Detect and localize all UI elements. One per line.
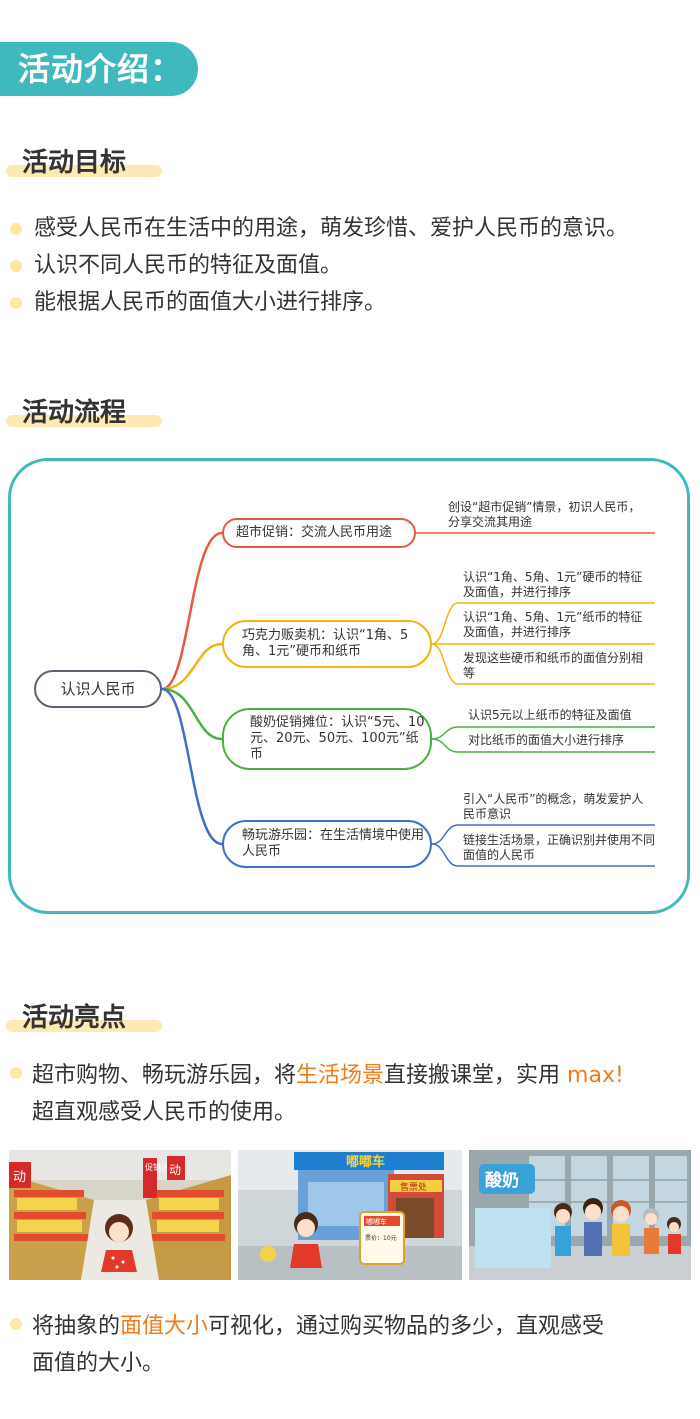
mindmap-leaf: 认识“1角、5角、1元”纸币的特征及面值，并进行排序 bbox=[463, 610, 643, 639]
mindmap-leaf: 认识“1角、5角、1元”硬币的特征及面值，并进行排序 bbox=[463, 570, 643, 599]
booth-sign: 嘟嘟车 bbox=[346, 1154, 385, 1170]
heading-underline bbox=[6, 165, 162, 177]
text: 可视化，通过购买物品的多少，直观感受 bbox=[208, 1314, 605, 1339]
park-photo: 嘟嘟车 售票处 嘟嘟车 票价：10元 bbox=[238, 1150, 462, 1280]
highlight-text: 生活场景 bbox=[296, 1063, 385, 1088]
mindmap-leaf: 发现这些硬币和纸币的面值分别相等 bbox=[463, 651, 644, 680]
mindmap-frame bbox=[8, 458, 690, 914]
photo-strip: 动 促销活动 动 嘟嘟车 售票处 bbox=[9, 1150, 691, 1280]
mindmap-branch-vending: 巧克力贩卖机：认识“1角、5角、1元”硬币和纸币 bbox=[222, 620, 432, 668]
sign-text: 动 bbox=[169, 1163, 181, 1177]
list-item: 认识不同人民币的特征及面值。 bbox=[10, 247, 628, 284]
goals-heading: 活动目标 bbox=[22, 148, 127, 178]
bullet-dot bbox=[10, 1067, 22, 1079]
heading-underline bbox=[6, 1020, 162, 1032]
text: 直接搬课堂，实用 bbox=[384, 1063, 568, 1088]
mindmap-leaf: 对比纸币的面值大小进行排序 bbox=[468, 733, 625, 747]
text: 面值的大小。 bbox=[32, 1351, 165, 1376]
supermarket-photo: 动 促销活动 动 bbox=[9, 1150, 231, 1280]
mindmap-leaf: 创设“超市促销”情景，初识人民币，分享交流其用途 bbox=[448, 500, 641, 529]
flow-heading: 活动流程 bbox=[22, 398, 127, 428]
highlight-text: max! bbox=[567, 1063, 624, 1088]
text: 超直观感受人民币的使用。 bbox=[32, 1100, 297, 1125]
sign-text: 促销活动 bbox=[145, 1162, 177, 1172]
mindmap-leaf: 认识5元以上纸币的特征及面值 bbox=[468, 708, 632, 722]
text: 将抽象的 bbox=[32, 1314, 121, 1339]
sign-text: 动 bbox=[13, 1170, 26, 1185]
highlights-heading: 活动亮点 bbox=[22, 1003, 127, 1033]
mindmap-root: 认识人民币 bbox=[34, 670, 162, 708]
list-item: 能根据人民币的面值大小进行排序。 bbox=[10, 284, 628, 321]
goals-list: 感受人民币在生活中的用途，萌发珍惜、爱护人民币的意识。 认识不同人民币的特征及面… bbox=[10, 210, 628, 321]
mindmap-branch-yogurt: 酸奶促销摊位：认识“5元、10元、20元、50元、100元”纸币 bbox=[222, 708, 432, 770]
list-item: 感受人民币在生活中的用途，萌发珍惜、爱护人民币的意识。 bbox=[10, 210, 628, 247]
mindmap-branch-supermarket: 超市促销：交流人民币用途 bbox=[222, 518, 416, 548]
bullet-dot bbox=[10, 1318, 22, 1330]
highlight-text: 面值大小 bbox=[120, 1314, 209, 1339]
section-badge: 活动介绍： bbox=[0, 42, 198, 96]
text: 超市购物、畅玩游乐园，将 bbox=[32, 1063, 297, 1088]
board-title: 嘟嘟车 bbox=[366, 1217, 387, 1226]
board-price: 票价：10元 bbox=[365, 1235, 397, 1242]
mindmap-leaf: 引入“人民币”的概念，萌发爱护人民币意识 bbox=[463, 792, 644, 821]
heading-underline bbox=[6, 415, 162, 427]
highlight-paragraph-2: 将抽象的面值大小可视化，通过购买物品的多少，直观感受 面值的大小。 bbox=[10, 1308, 700, 1382]
highlight-paragraph-1: 超市购物、畅玩游乐园，将生活场景直接搬课堂，实用 max! 超直观感受人民币的使… bbox=[10, 1057, 700, 1131]
mindmap-leaf: 链接生活场景，正确识别并使用不同面值的人民币 bbox=[463, 833, 656, 862]
yogurt-photo: 酸奶 bbox=[469, 1150, 691, 1280]
mindmap-branch-park: 畅玩游乐园：在生活情境中使用人民币 bbox=[222, 820, 432, 868]
stand-sign: 酸奶 bbox=[485, 1170, 519, 1191]
booth-subsign: 售票处 bbox=[400, 1181, 427, 1193]
